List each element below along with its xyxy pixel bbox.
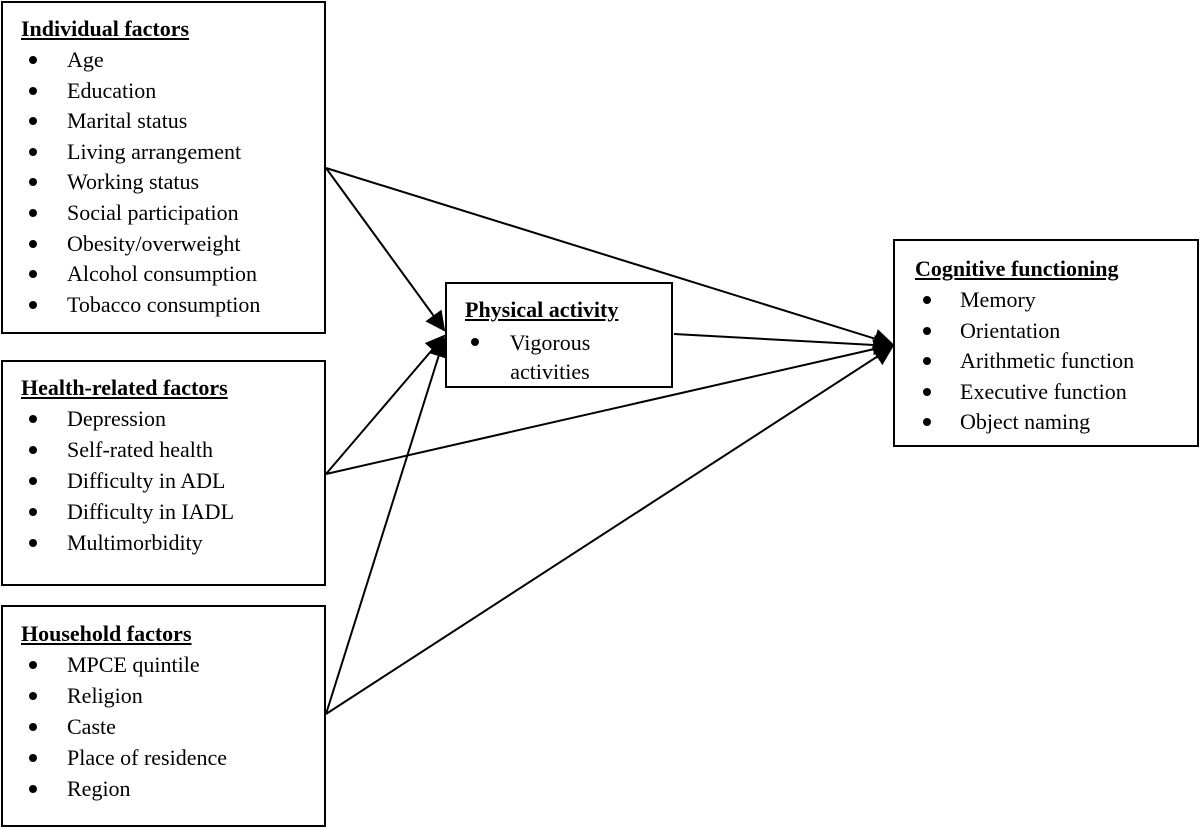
- bullet-icon: [29, 446, 37, 454]
- bullet-icon: [29, 754, 37, 762]
- bullet-icon: [29, 692, 37, 700]
- list-item: Executive function: [895, 377, 1195, 408]
- list-item: Marital status: [3, 106, 323, 137]
- bullet-icon: [29, 539, 37, 547]
- list-item: Multimorbidity: [3, 528, 323, 559]
- bullet-icon: [29, 508, 37, 516]
- list-item: Social participation: [3, 198, 323, 229]
- bullet-icon: [29, 785, 37, 793]
- list-item: Self-rated health: [3, 435, 323, 466]
- individual-factors-box: Individual factors Age Education Marital…: [1, 1, 326, 334]
- bullet-icon: [923, 418, 931, 427]
- physical-activity-list: Vigorous activities: [447, 326, 667, 388]
- list-item: Region: [3, 774, 323, 805]
- list-item: Orientation: [895, 316, 1195, 347]
- bullet-icon: [29, 661, 37, 669]
- arrow-physical-to-cognitive: [673, 333, 894, 355]
- list-item: Place of residence: [3, 743, 323, 774]
- list-item: Living arrangement: [3, 137, 323, 168]
- arrow-household-to-cognitive: [325, 345, 894, 715]
- bullet-icon: [923, 387, 931, 396]
- list-item: Religion: [3, 681, 323, 712]
- health-related-factors-box: Health-related factors Depression Self-r…: [1, 360, 326, 586]
- household-factors-title: Household factors: [21, 621, 192, 646]
- list-item: Difficulty in IADL: [3, 497, 323, 528]
- bullet-icon: [29, 178, 37, 187]
- household-factors-box: Household factors MPCE quintile Religion…: [1, 605, 326, 827]
- bullet-icon: [923, 296, 931, 304]
- bullet-icon: [29, 723, 37, 731]
- bullet-icon: [29, 56, 37, 64]
- list-item: Working status: [3, 167, 323, 198]
- physical-activity-box: Physical activity Vigorous activities: [445, 282, 673, 388]
- physical-activity-title: Physical activity: [465, 297, 619, 322]
- arrow-health-to-cognitive: [325, 339, 894, 475]
- arrow-individual-to-cognitive: [325, 167, 894, 349]
- list-item: Education: [3, 76, 323, 107]
- list-item: Age: [3, 45, 323, 76]
- bullet-icon: [29, 270, 37, 279]
- list-item: MPCE quintile: [3, 650, 323, 681]
- bullet-icon: [29, 208, 37, 217]
- arrow-household-to-physical: [325, 337, 449, 715]
- list-item: Object naming: [895, 407, 1195, 438]
- bullet-icon: [29, 300, 37, 309]
- cognitive-functioning-title: Cognitive functioning: [915, 256, 1119, 281]
- arrow-individual-to-physical: [325, 167, 446, 332]
- list-item: Difficulty in ADL: [3, 466, 323, 497]
- list-item: Obesity/overweight: [3, 229, 323, 260]
- list-item: Depression: [3, 404, 323, 435]
- list-item: Alcohol consumption: [3, 259, 323, 290]
- individual-factors-title: Individual factors: [21, 16, 190, 41]
- cognitive-functioning-list: Memory Orientation Arithmetic function E…: [895, 285, 1195, 438]
- list-item: Tobacco consumption: [3, 290, 323, 321]
- bullet-icon: [29, 239, 37, 248]
- bullet-icon: [29, 415, 37, 423]
- list-item: Caste: [3, 712, 323, 743]
- bullet-icon: [29, 86, 37, 95]
- cognitive-functioning-box: Cognitive functioning Memory Orientation…: [893, 239, 1199, 447]
- list-item: Arithmetic function: [895, 346, 1195, 377]
- bullet-icon: [29, 117, 37, 126]
- list-item: Vigorous activities: [447, 326, 667, 388]
- bullet-icon: [29, 147, 37, 156]
- list-item: Memory: [895, 285, 1195, 316]
- individual-factors-list: Age Education Marital status Living arra…: [3, 45, 323, 320]
- bullet-icon: [923, 326, 931, 335]
- health-related-factors-list: Depression Self-rated health Difficulty …: [3, 404, 323, 559]
- bullet-icon: [471, 338, 479, 346]
- arrow-health-to-physical: [325, 334, 446, 475]
- bullet-icon: [923, 357, 931, 366]
- bullet-icon: [29, 477, 37, 485]
- household-factors-list: MPCE quintile Religion Caste Place of re…: [3, 650, 323, 805]
- health-related-factors-title: Health-related factors: [21, 375, 228, 400]
